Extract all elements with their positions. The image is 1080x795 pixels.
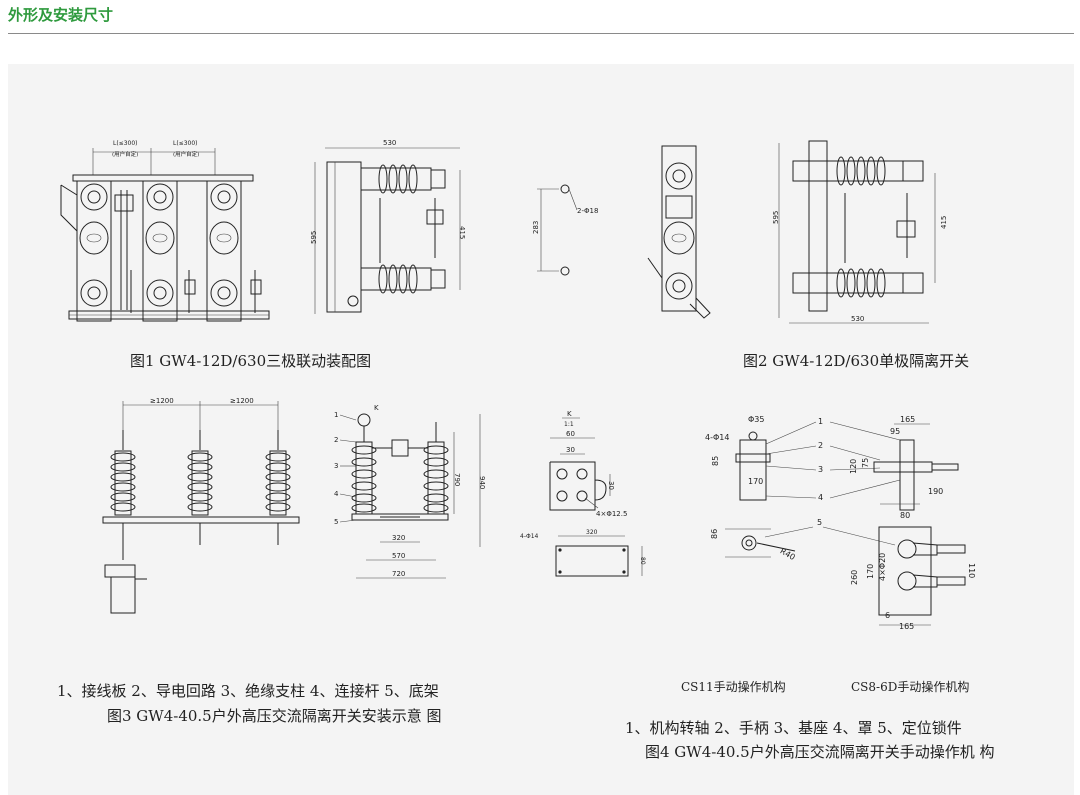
fig4-label-5: 5 [817, 518, 822, 527]
fig1b-span: 415 [458, 226, 466, 239]
fig4-label-2: 2 [818, 441, 823, 450]
fig4-d120: 120 [849, 459, 858, 474]
fig4-d4x20: 4×Φ20 [878, 553, 887, 581]
fig1-caption: 图1 GW4-12D/630三极联动装配图 [130, 352, 372, 370]
fig1b-height: 595 [310, 231, 318, 244]
fig4-d14: 4-Φ14 [705, 433, 729, 442]
base-frame-drawing: 4-Φ14 320 80 [520, 529, 646, 577]
fig4-d95: 95 [890, 427, 900, 436]
fig2-caption: 图2 GW4-12D/630单极隔离开关 [743, 352, 970, 370]
fig3-dim-a: ≥1200 [150, 397, 174, 405]
fig4-cs11-mechanism-drawing: Φ35 4-Φ14 165 95 85 120 75 170 190 80 1 … [705, 415, 959, 520]
hole-spacing: 283 [532, 221, 540, 234]
fig3-dim-b: ≥1200 [230, 397, 254, 405]
section-title: 外形及安装尺寸 [8, 6, 114, 24]
fig4-d190: 190 [928, 487, 943, 496]
fig3-width-1: 320 [392, 534, 405, 542]
fig4-d165: 165 [900, 415, 915, 424]
fig2-side-view-drawing: 595 415 530 [772, 140, 948, 324]
fig1-dim-right-note: (用户自定) [173, 150, 199, 158]
fig1-three-pole-drawing: L(≤300) (用户自定) L(≤300) (用户自定) [60, 140, 270, 322]
drawing-panel [8, 64, 1074, 795]
fig1-dim-left-note: (用户自定) [112, 150, 138, 158]
hole-count-dia: 2-Φ18 [577, 207, 598, 215]
fig4-d260: 260 [850, 570, 859, 585]
title-divider [8, 33, 1074, 34]
fig4-d85: 85 [711, 456, 720, 466]
fig2-span: 415 [940, 216, 948, 229]
fig4-parts-list: 1、机构转轴 2、手柄 3、基座 4、罩 5、定位锁件 [625, 719, 962, 737]
fig3-top-mark: K [374, 404, 379, 412]
fig2-front-view-drawing [647, 145, 711, 319]
plate-view-mark: K [567, 410, 572, 418]
fig4-cs8-mechanism-drawing: 86 R40 5 260 170 4×Φ20 110 6 165 [710, 518, 976, 631]
fig4-cs11-caption: CS11手动操作机构 [681, 680, 786, 694]
fig3-single-pole-drawing: 1 2 3 4 5 K 790 940 320 570 720 [334, 404, 486, 579]
fig4-d86: 86 [710, 529, 719, 539]
fig4-label-4: 4 [818, 493, 823, 502]
fig1-dim-right: L(≤300) [173, 140, 198, 147]
fig4-r40: R40 [779, 546, 797, 562]
fig4-caption: 图4 GW4-40.5户外高压交流隔离开关手动操作机 构 [645, 743, 995, 761]
fig3-parts-list: 1、接线板 2、导电回路 3、绝缘支柱 4、连接杆 5、底架 [57, 682, 439, 700]
fig3-height-2: 940 [478, 476, 486, 489]
fig4-d170: 170 [748, 477, 763, 486]
fig4-d80: 80 [900, 511, 910, 520]
fig3-height-1: 790 [453, 473, 461, 486]
fig3-label-3: 3 [334, 462, 338, 470]
fig3-three-pole-layout-drawing: ≥1200 ≥1200 [102, 397, 300, 614]
fig2-height: 595 [772, 211, 780, 224]
fig3-width-3: 720 [392, 570, 405, 578]
base-holes: 4-Φ14 [520, 533, 539, 540]
fig4-d170b: 170 [866, 564, 875, 579]
fig3-width-2: 570 [392, 552, 405, 560]
fig3-caption: 图3 GW4-40.5户外高压交流隔离开关安装示意 图 [107, 707, 442, 725]
fig1-dim-left: L(≤300) [113, 140, 138, 147]
plate-hole-gap: 30 [566, 446, 575, 454]
plate-scale: 1:1 [564, 421, 574, 428]
fig4-label-3: 3 [818, 465, 823, 474]
fig4-cs8-caption: CS8-6D手动操作机构 [851, 680, 970, 694]
fig4-d165b: 165 [899, 622, 914, 631]
fig1b-width: 530 [383, 139, 396, 147]
mounting-hole-drawing: 283 2-Φ18 [532, 184, 598, 276]
fig2-width: 530 [851, 315, 864, 323]
plate-holes: 4×Φ12.5 [596, 510, 627, 518]
fig4-label-1: 1 [818, 417, 823, 426]
fig4-d75: 75 [861, 458, 870, 468]
fig3-label-5: 5 [334, 518, 338, 526]
fig3-label-1: 1 [334, 411, 338, 419]
plate-side: 30 [607, 481, 615, 490]
terminal-plate-drawing: K 1:1 60 30 30 4×Φ12.5 [549, 410, 627, 518]
fig1-side-view-drawing: 530 595 415 [310, 139, 466, 314]
fig4-d35: Φ35 [748, 415, 764, 424]
plate-width: 60 [566, 430, 575, 438]
fig3-label-4: 4 [334, 490, 339, 498]
fig4-d110: 110 [967, 563, 976, 578]
fig3-label-2: 2 [334, 436, 338, 444]
base-width: 320 [586, 529, 598, 536]
base-height: 80 [639, 557, 646, 565]
